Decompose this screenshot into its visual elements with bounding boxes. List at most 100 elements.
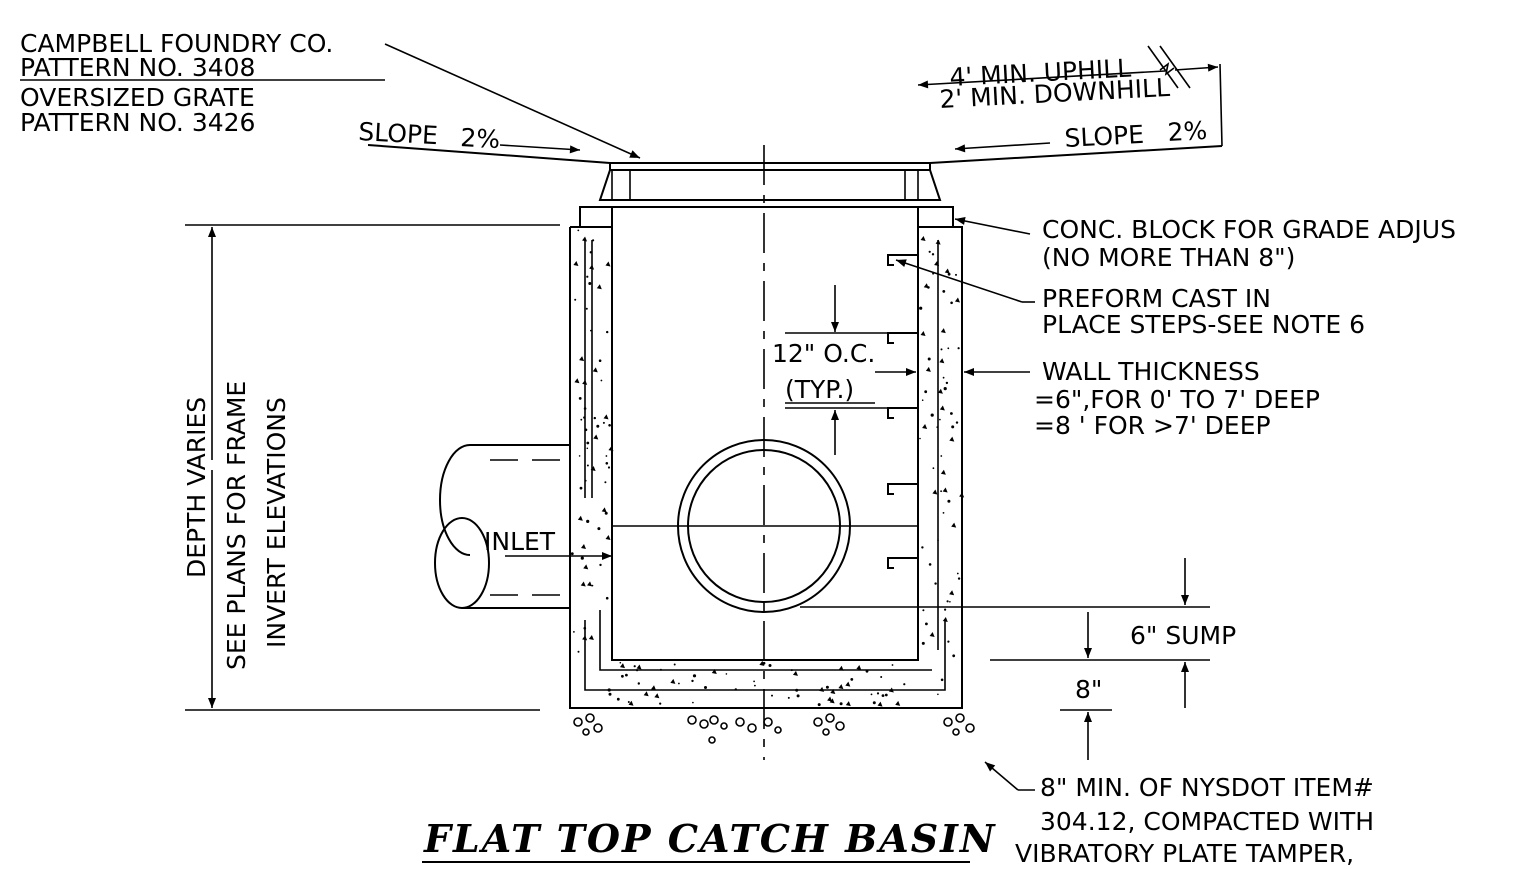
aggregate-dot [825,685,829,689]
aggregate-dot [692,674,697,678]
aggregate-dot [880,676,883,678]
aggregate-dot [955,421,959,424]
inlet-pipe-end [434,517,490,609]
aggregate-dot [957,347,960,350]
aggregate-mark [603,414,609,420]
ground-right [929,145,1223,164]
sump-base-dims: 6" SUMP 8" [800,558,1236,760]
aggregate-dot [945,381,949,385]
aggregate-dot [580,418,583,421]
block-note-line1: CONC. BLOCK FOR GRADE ADJUS [1042,215,1456,244]
ground-left [367,144,611,164]
aggregate-dot [865,669,869,673]
aggregate-mark [923,283,929,289]
slope-right: SLOPE 2% [929,63,1223,164]
aggregate-dot [936,426,939,428]
sump-label: 6" SUMP [1130,621,1236,650]
grade-adjust-blocks [579,206,954,228]
aggregate-dot [588,282,592,285]
aggregate-dot [625,673,628,677]
aggregate-mark [628,700,634,706]
aggregate-dot [817,703,821,707]
steps-note: PREFORM CAST IN PLACE STEPS-SEE NOTE 6 [895,259,1365,339]
aggregate-dot [600,379,603,382]
aggregate-mark [838,684,844,690]
aggregate-dot [947,272,951,276]
aggregate-dot [586,464,589,467]
aggregate-mark [577,515,583,521]
slope-right-arrow [954,142,1051,153]
base-label: 8" [1075,675,1102,704]
aggregate-dot [574,298,577,301]
concrete-hatch [570,229,965,707]
spacing-label: 12" O.C. [772,339,875,368]
spacing-typ-label: (TYP.) [785,375,854,404]
title-text: FLAT TOP CATCH BASIN [423,816,997,861]
aggregate-dot [839,702,843,706]
aggregate-mark [942,617,948,623]
inlet-pipe-upper [439,444,570,556]
aggregate-dot [928,563,932,566]
aggregate-dot [944,608,947,611]
aggregate-mark [582,635,588,641]
step-spacing-dim: 12" O.C. (TYP.) [772,285,916,455]
aggregate-dot [940,678,944,682]
aggregate-dot [771,694,773,697]
aggregate-dot [734,688,737,691]
aggregate-mark [587,581,593,587]
aggregate-dot [881,694,885,697]
aggregate-dot [940,348,943,351]
wall-note-line1: WALL THICKNESS [1042,357,1260,386]
grade-ext-line [1219,63,1223,147]
outlet-pipe-inner [687,449,841,603]
aggregate-mark [949,436,955,442]
aggregate-mark [573,261,579,267]
slope-left-value: 2% [460,123,501,154]
aggregate-dot [586,275,589,278]
aggregate-dot [927,357,931,361]
aggregate-dot [950,412,953,415]
aggregate-dot [605,596,609,600]
basin-outer [569,226,963,709]
aggregate-mark [920,235,926,241]
aggregate-mark [959,492,965,498]
block-leader [954,217,1031,235]
aggregate-mark [922,424,928,430]
frame-note-line1: CAMPBELL FOUNDRY CO. [20,29,333,58]
rebar-left-upper [584,240,593,498]
aggregate-dot [947,347,950,350]
depth-note-line1: DEPTH VARIES [182,397,211,578]
aggregate-mark [582,236,588,242]
aggregate-dot [946,600,949,603]
step-4 [887,483,918,495]
aggregate-dot [872,701,876,705]
gravel-note-line3: VIBRATORY PLATE TAMPER, [1015,839,1354,868]
aggregate-dot [931,253,935,256]
aggregate-mark [590,466,596,472]
aggregate-dot [592,239,595,242]
drawing-title: FLAT TOP CATCH BASIN [422,816,997,863]
aggregate-mark [792,670,798,676]
aggregate-mark [605,534,611,540]
aggregate-mark [651,685,657,691]
aggregate-dot [928,250,931,253]
aggregate-dot [602,421,605,424]
aggregate-dot [903,683,906,686]
aggregate-dot [583,407,587,410]
aggregate-dot [939,418,941,421]
step-3 [887,407,918,419]
gravel-bedding: 8" MIN. OF NYSDOT ITEM# 304.12, COMPACTE… [573,713,1374,868]
aggregate-dot [876,692,880,695]
aggregate-dot [606,330,609,334]
aggregate-mark [920,331,926,337]
aggregate-mark [925,366,931,372]
aggregate-dot [583,626,587,630]
aggregate-mark [838,665,844,671]
rebar-base [584,620,946,691]
aggregate-dot [919,437,921,440]
aggregate-dot [704,686,707,689]
aggregate-mark [711,669,717,675]
aggregate-mark [583,564,589,570]
aggregate-dot [621,674,624,678]
aggregate-dot [586,447,589,450]
